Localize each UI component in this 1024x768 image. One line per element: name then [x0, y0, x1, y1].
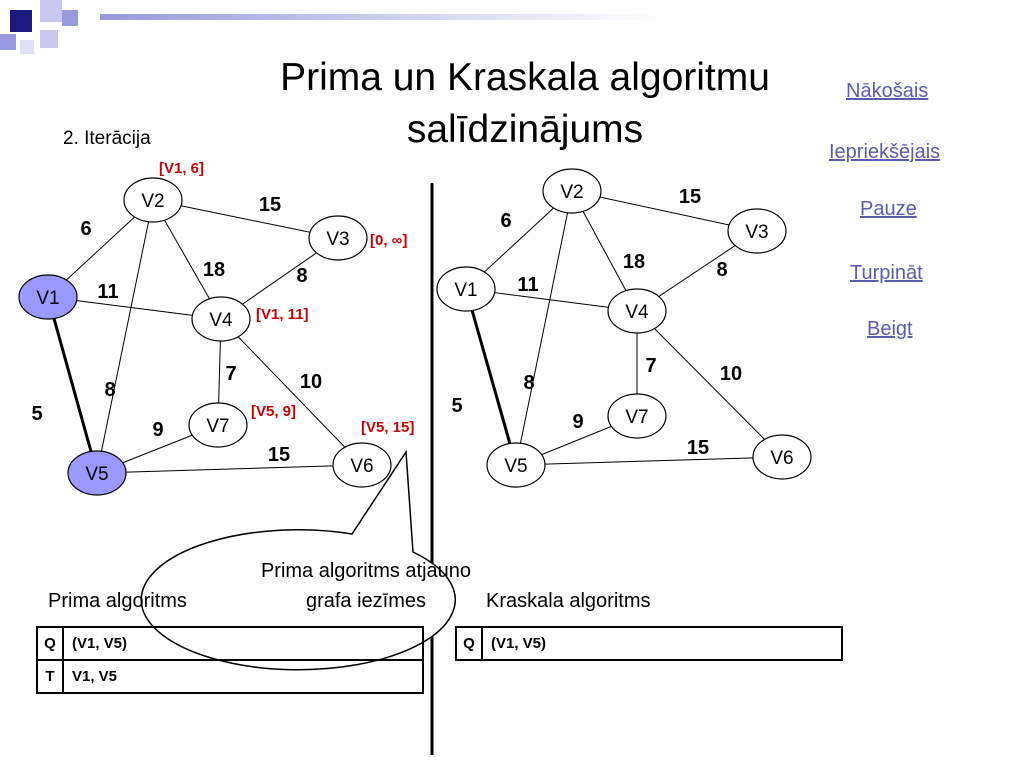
kruskal-table: Q (V1, V5)	[455, 626, 843, 661]
next-link[interactable]: Nākošais	[846, 80, 929, 102]
left-graph-nodes	[18, 177, 392, 496]
left-node-label-v3: V3	[326, 229, 349, 250]
table-cell-key: Q	[36, 626, 64, 661]
left-weight-v5-v7: 9	[152, 419, 163, 441]
left-node-label-v5: V5	[85, 464, 108, 485]
right-weight-v2-v4: 18	[623, 251, 645, 273]
left-node-v4	[191, 296, 251, 342]
page-title: Prima un Kraskala algoritmu salīdzinājum…	[280, 56, 770, 151]
left-node-v5	[67, 450, 127, 496]
right-node-label-v6: V6	[770, 448, 793, 469]
right-bold-edge-v1-v5	[464, 288, 518, 466]
table-cell-value: (V1, V5)	[481, 626, 843, 661]
left-weight-v1-v4: 11	[97, 281, 118, 303]
right-weight-v1-v2: 6	[500, 210, 511, 232]
right-node-label-v1: V1	[454, 280, 477, 301]
left-label-v4: [V1, 11]	[256, 306, 309, 323]
left-node-label-v6: V6	[350, 456, 373, 477]
prim-caption: Prima algoritms	[48, 590, 187, 612]
left-node-v3	[308, 215, 368, 261]
right-weight-v3-v4: 8	[716, 259, 727, 281]
pause-link[interactable]: Pauze	[860, 198, 917, 220]
previous-link[interactable]: Iepriekšējais	[829, 141, 941, 163]
left-weight-v4-v7: 7	[225, 363, 236, 385]
right-node-v6	[752, 434, 812, 480]
right-weight-v1-v4: 11	[517, 274, 538, 296]
right-weight-v2-v3: 15	[679, 186, 701, 208]
right-graph-nodes	[436, 168, 812, 488]
left-weight-v3-v4: 8	[296, 265, 307, 287]
left-label-v2: [V1, 6]	[159, 160, 204, 177]
table-cell-key: Q	[455, 626, 483, 661]
left-node-v1	[18, 274, 78, 320]
left-node-label-v1: V1	[36, 288, 59, 309]
left-label-v3: [0, ∞]	[370, 232, 407, 249]
table-row: Q (V1, V5)	[36, 626, 424, 661]
right-weight-v4-v6: 10	[720, 363, 742, 385]
left-weight-v2-v5: 8	[104, 379, 115, 401]
right-node-v1	[436, 266, 496, 312]
table-cell-key: T	[36, 659, 64, 694]
right-node-label-v2: V2	[560, 182, 583, 203]
table-row: T V1, V5	[36, 659, 424, 694]
table-row: Q (V1, V5)	[455, 626, 843, 661]
left-weight-v2-v3: 15	[259, 194, 281, 216]
left-node-v7	[188, 402, 248, 448]
right-node-v4	[607, 288, 667, 334]
left-bold-edge-v1-v5	[46, 296, 99, 474]
right-weight-v5-v7: 9	[572, 411, 583, 433]
left-weight-v4-v6: 10	[300, 371, 322, 393]
end-link[interactable]: Beigt	[867, 318, 913, 340]
iteration-label: 2. Iterācija	[63, 128, 151, 149]
table-cell-value: V1, V5	[62, 659, 424, 694]
continue-link[interactable]: Turpināt	[850, 262, 923, 284]
right-node-label-v3: V3	[745, 222, 768, 243]
right-node-v3	[727, 208, 787, 254]
right-node-v7	[607, 393, 667, 439]
right-node-v5	[486, 442, 546, 488]
left-weight-v2-v4: 18	[203, 259, 225, 281]
right-weight-v2-v5: 8	[523, 372, 534, 394]
left-node-v2	[123, 177, 183, 223]
right-weight-v1-v5: 5	[451, 395, 462, 417]
right-node-label-v5: V5	[504, 456, 527, 477]
left-weight-v5-v6: 15	[268, 444, 290, 466]
left-weight-v1-v2: 6	[80, 218, 91, 240]
prim-table: Q (V1, V5) T V1, V5	[36, 626, 424, 694]
table-cell-value: (V1, V5)	[62, 626, 424, 661]
header-gradient-bar	[100, 14, 660, 20]
kruskal-caption: Kraskala algoritms	[486, 590, 651, 612]
right-node-v2	[542, 168, 602, 214]
right-weight-v4-v7: 7	[645, 355, 656, 377]
left-node-v6	[332, 442, 392, 488]
corner-decoration	[0, 0, 100, 60]
left-label-v6: [V5, 15]	[361, 419, 414, 436]
left-node-label-v7: V7	[206, 416, 229, 437]
right-node-label-v4: V4	[625, 302, 649, 323]
left-weight-v1-v5: 5	[31, 403, 42, 425]
left-node-label-v4: V4	[209, 310, 233, 331]
left-node-label-v2: V2	[141, 191, 164, 212]
left-label-v7: [V5, 9]	[251, 403, 296, 420]
right-node-label-v7: V7	[625, 407, 648, 428]
callout-text: Prima algoritms atjauno grafa iezīmes	[260, 560, 472, 612]
right-weight-v5-v6: 15	[687, 437, 709, 459]
